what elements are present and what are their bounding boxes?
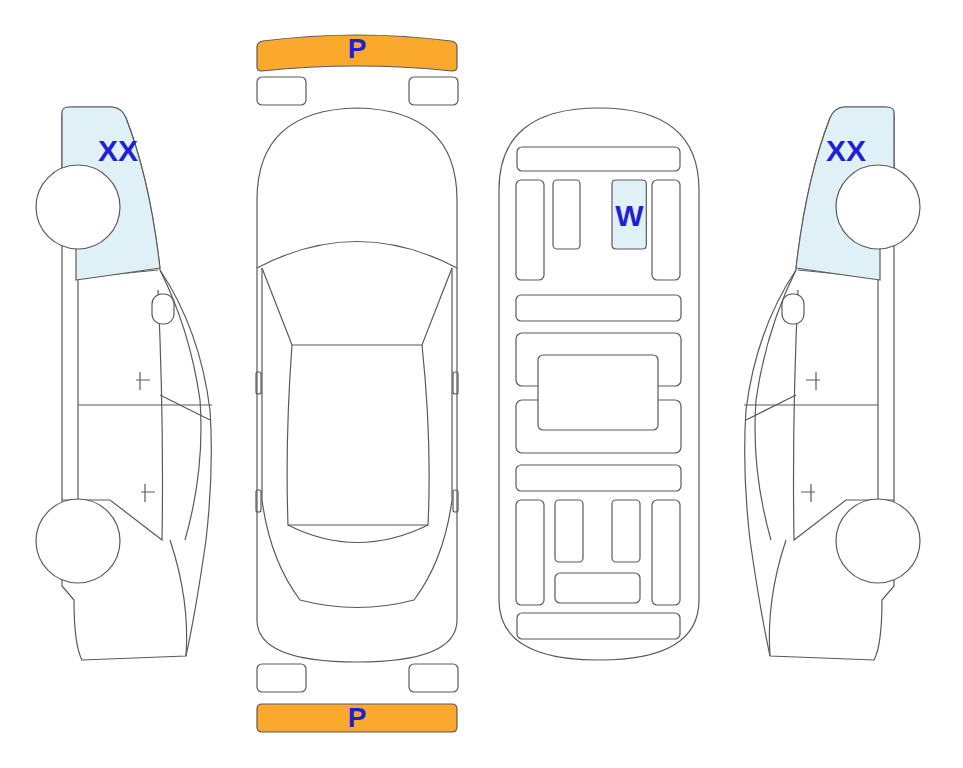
wheel	[36, 499, 120, 583]
zone-code: XX	[98, 136, 138, 166]
zone-code: P	[348, 35, 367, 63]
interior-view	[499, 108, 699, 660]
wheel	[836, 499, 920, 583]
zone-code: P	[348, 704, 367, 732]
zone-outline	[257, 35, 457, 71]
zone-code: XX	[826, 136, 866, 166]
wheel	[36, 165, 120, 249]
wheel	[836, 165, 920, 249]
zone-code: W	[615, 201, 643, 231]
bumper-zone: P	[257, 704, 457, 732]
damage-zone: W	[612, 180, 646, 249]
zone-outline	[612, 180, 646, 249]
zone-outline	[257, 704, 457, 732]
top-view	[256, 77, 458, 692]
bumper-zone: P	[257, 33, 457, 71]
